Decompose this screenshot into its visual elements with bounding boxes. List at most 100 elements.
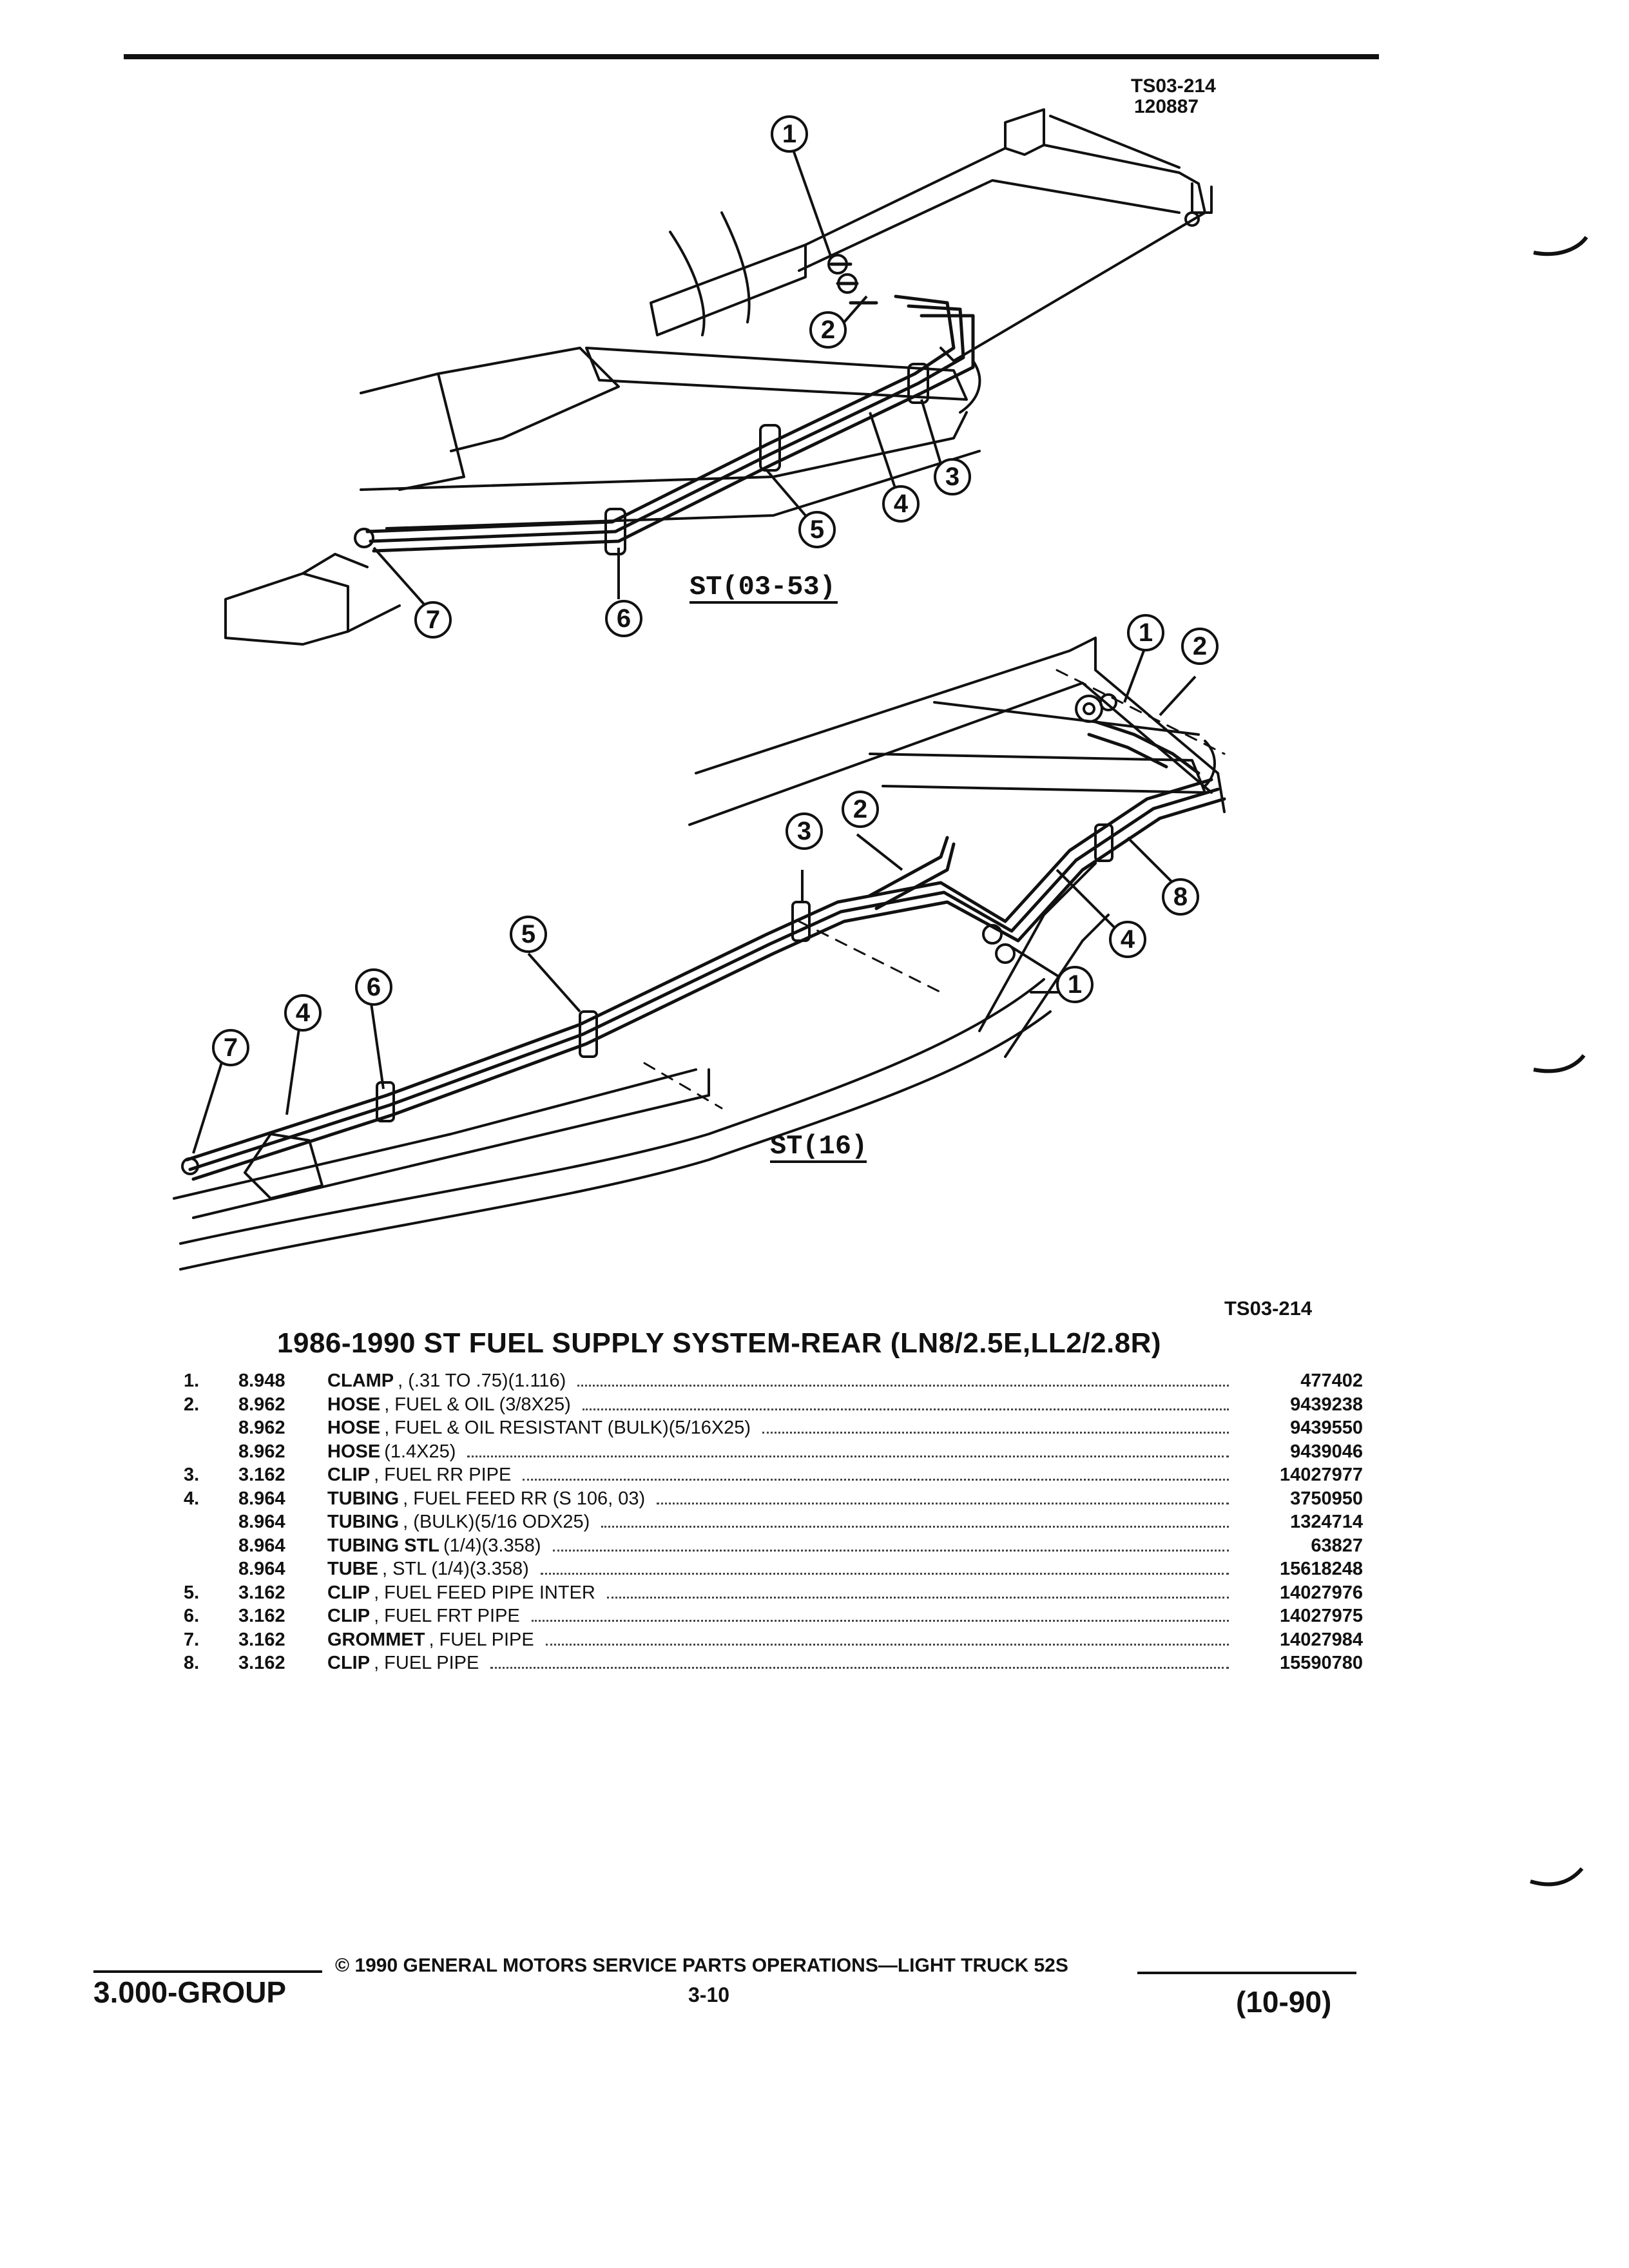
dot-leader: [552, 1549, 1229, 1552]
top-clips: [354, 254, 929, 555]
copyright-notice: © 1990 GENERAL MOTORS SERVICE PARTS OPER…: [335, 1955, 1068, 1976]
dashed-guides: [643, 669, 1226, 1110]
part-item-number: 2.: [184, 1394, 200, 1415]
top-callout-7: 7: [414, 601, 452, 639]
part-spec: , (.31 TO .75)(1.116): [398, 1370, 566, 1391]
dot-leader: [606, 1596, 1229, 1599]
svg-text:7: 7: [426, 606, 440, 634]
part-spec: (1/4)(3.358): [443, 1535, 541, 1556]
drawing-ref-date: 120887: [1134, 96, 1199, 117]
top-callout-4: 4: [882, 485, 920, 523]
part-spec: , FUEL FEED RR (S 106, 03): [403, 1488, 646, 1509]
caption-ref-code: TS03-214: [1224, 1297, 1313, 1320]
top-frame-drawing: [224, 108, 1213, 646]
part-spec: , FUEL & OIL RESISTANT (BULK)(5/16X25): [384, 1418, 751, 1438]
bottom-callout-1-front: 1: [1056, 966, 1094, 1003]
svg-text:3: 3: [797, 817, 811, 845]
part-number: 14027975: [1279, 1606, 1363, 1626]
part-group-code: 8.964: [238, 1559, 285, 1579]
svg-text:2: 2: [821, 316, 835, 344]
part-group-code: 3.162: [238, 1653, 285, 1673]
svg-text:4: 4: [1121, 925, 1135, 954]
svg-text:6: 6: [617, 604, 631, 633]
part-spec: (1.4X25): [384, 1441, 456, 1462]
part-spec: , FUEL & OIL (3/8X25): [384, 1394, 571, 1415]
part-number: 3750950: [1290, 1488, 1363, 1509]
part-spec: , FUEL PIPE: [429, 1629, 534, 1650]
part-number: 9439550: [1290, 1418, 1363, 1438]
svg-text:5: 5: [810, 515, 824, 544]
svg-text:1: 1: [782, 120, 796, 148]
part-name: CLIP: [327, 1582, 371, 1603]
part-group-code: 3.162: [238, 1465, 285, 1485]
bottom-callout-2-rear: 2: [1181, 628, 1219, 665]
callout-leaders: [192, 148, 1197, 1154]
top-rule: [124, 54, 1379, 59]
svg-text:1: 1: [1139, 619, 1153, 647]
top-callout-5: 5: [798, 511, 836, 548]
svg-text:7: 7: [224, 1033, 238, 1062]
part-name: HOSE: [327, 1394, 381, 1415]
bottom-callout-2-mid: 2: [842, 791, 879, 828]
part-name: CLAMP: [327, 1370, 394, 1391]
part-number: 477402: [1300, 1370, 1363, 1391]
dot-leader: [523, 1479, 1229, 1481]
dot-leader: [467, 1455, 1229, 1457]
parts-row: 8.964 TUBE, STL (1/4)(3.358) 15618248: [184, 1557, 1363, 1581]
part-number: 14027984: [1279, 1629, 1363, 1650]
svg-text:4: 4: [296, 999, 311, 1027]
parts-row: 1. 8.948 CLAMP, (.31 TO .75)(1.116) 477402: [184, 1369, 1363, 1393]
margin-mark: [1533, 1054, 1586, 1073]
part-number: 63827: [1311, 1535, 1363, 1556]
footer-rule-right: [1137, 1972, 1356, 1974]
svg-text:2: 2: [1193, 632, 1207, 660]
part-number: 1324714: [1290, 1512, 1363, 1532]
part-spec: , FUEL PIPE: [374, 1653, 479, 1673]
part-item-number: 6.: [184, 1606, 200, 1626]
part-name: TUBE: [327, 1559, 378, 1579]
bottom-clips: [181, 693, 1117, 1175]
dot-leader: [540, 1573, 1229, 1575]
top-callout-3: 3: [934, 458, 971, 495]
bottom-callout-1-rear: 1: [1127, 614, 1164, 651]
part-name: TUBING: [327, 1512, 400, 1532]
part-number: 15618248: [1279, 1559, 1363, 1579]
part-number: 9439046: [1290, 1441, 1363, 1462]
svg-text:3: 3: [945, 463, 959, 491]
parts-list: 1. 8.948 CLAMP, (.31 TO .75)(1.116) 477402 2…: [184, 1369, 1363, 1675]
dot-leader: [545, 1643, 1229, 1646]
part-spec: , (BULK)(5/16 ODX25): [403, 1512, 590, 1532]
part-group-code: 8.948: [238, 1370, 285, 1391]
bottom-callout-5: 5: [510, 916, 547, 953]
page-title: 1986-1990 ST FUEL SUPPLY SYSTEM-REAR (LN…: [277, 1327, 1162, 1359]
svg-text:2: 2: [853, 795, 867, 823]
part-number: 15590780: [1279, 1653, 1363, 1673]
part-item-number: 3.: [184, 1465, 200, 1485]
part-name: TUBING STL: [327, 1535, 439, 1556]
part-item-number: 1.: [184, 1370, 200, 1391]
part-name: TUBING: [327, 1488, 400, 1509]
part-number: 9439238: [1290, 1394, 1363, 1415]
part-name: HOSE: [327, 1418, 381, 1438]
bottom-callout-4-rear: 4: [1109, 921, 1146, 958]
svg-text:4: 4: [894, 490, 909, 518]
part-spec: , FUEL FRT PIPE: [374, 1606, 520, 1626]
bottom-frame-drawing: [173, 637, 1226, 1271]
footer-rule-left: [93, 1970, 322, 1973]
dot-leader: [601, 1526, 1229, 1528]
part-name: CLIP: [327, 1606, 371, 1626]
part-spec: , STL (1/4)(3.358): [381, 1559, 529, 1579]
top-view-label: ST(03-53): [689, 572, 836, 602]
part-item-number: 7.: [184, 1629, 200, 1650]
part-number: 14027976: [1279, 1582, 1363, 1603]
part-name: CLIP: [327, 1653, 371, 1673]
